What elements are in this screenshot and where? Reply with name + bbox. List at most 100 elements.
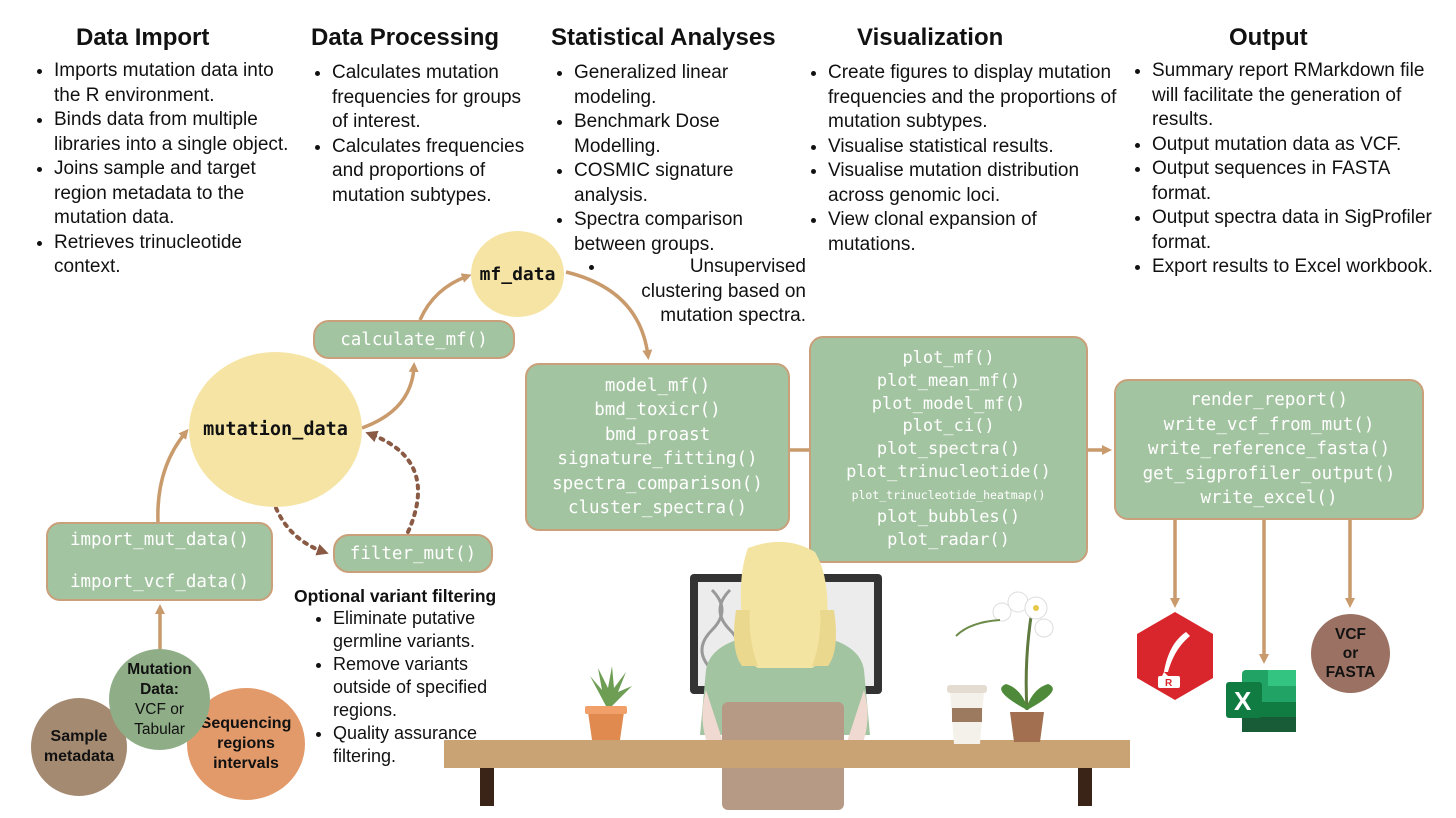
list-item: Spectra comparison between groups. — [574, 208, 774, 257]
seq-label-3: intervals — [213, 755, 279, 772]
visualization-title: Visualization — [857, 24, 1004, 51]
filtering-bullets: Eliminate putative germline variants. Re… — [311, 607, 523, 768]
arrow-mutation-to-filter — [274, 506, 329, 556]
list-item: Visualise statistical results. — [828, 135, 1118, 160]
list-item: Imports mutation data into the R environ… — [54, 59, 304, 108]
arrow-mfdata-to-stats — [565, 270, 653, 360]
fn-plot-trinucleotide: plot_trinucleotide() — [846, 461, 1051, 482]
list-item: Generalized linear modeling. — [574, 61, 774, 110]
mf-data-label: mf_data — [479, 263, 556, 285]
fn-write-vcf-from-mut: write_vcf_from_mut() — [1163, 414, 1375, 435]
succulent-plant-icon — [585, 666, 632, 740]
data-processing-title: Data Processing — [311, 24, 500, 51]
filter-mut-label: filter_mut() — [349, 543, 477, 564]
import-mut-data-label: import_mut_data() — [69, 530, 250, 550]
desk-scene-illustration — [444, 541, 1130, 810]
list-item: Remove variants outside of specified reg… — [333, 653, 523, 722]
mutation-input-title: Mutation Data: — [127, 660, 192, 698]
stats-functions-box: model_mf() bmd_toxicr() bmd_proast signa… — [525, 363, 790, 531]
list-item: Joins sample and target region metadata … — [54, 157, 304, 231]
statistical-analyses-title: Statistical Analyses — [551, 24, 776, 51]
fn-write-excel: write_excel() — [1200, 488, 1338, 509]
list-item: Output sequences in FASTA format. — [1152, 157, 1442, 206]
output-bullets: Summary report RMarkdown file will facil… — [1130, 59, 1442, 280]
fn-plot-spectra: plot_spectra() — [876, 439, 1021, 460]
list-item: Calculates mutation frequencies for grou… — [332, 61, 532, 135]
fn-model-mf: model_mf() — [604, 375, 711, 396]
fn-signature-fitting: signature_fitting() — [557, 449, 758, 469]
fn-write-reference-fasta: write_reference_fasta() — [1147, 439, 1391, 460]
fn-plot-model-mf: plot_model_mf() — [871, 393, 1026, 414]
fn-bmd-toxicr: bmd_toxicr() — [594, 400, 721, 420]
fn-plot-radar: plot_radar() — [887, 530, 1010, 551]
list-item: Visualise mutation distribution across g… — [828, 159, 1118, 208]
orchid-plant-icon — [955, 591, 1054, 742]
data-import-title: Data Import — [76, 24, 210, 51]
fn-get-sigprofiler-output: get_sigprofiler_output() — [1142, 463, 1396, 484]
statistical-analyses-bullets: Generalized linear modeling. Benchmark D… — [552, 61, 774, 257]
fn-bmd-proast: bmd_proast — [604, 424, 711, 445]
excel-letter: X — [1234, 686, 1252, 716]
fn-plot-mf: plot_mf() — [902, 347, 995, 368]
fn-render-report: render_report() — [1189, 390, 1349, 411]
list-item: View clonal expansion of mutations. — [828, 208, 1118, 257]
rmarkdown-hex-icon: R — [1137, 612, 1213, 700]
list-item: Binds data from multiple libraries into … — [54, 108, 304, 157]
vcf-fasta-circle: VCF or FASTA — [1311, 614, 1390, 693]
mf-data-node: mf_data — [471, 231, 564, 317]
list-item: Unsupervised clustering based on mutatio… — [606, 255, 806, 329]
desk-icon — [444, 740, 1130, 806]
output-title: Output — [1229, 24, 1308, 51]
list-item: COSMIC signature analysis. — [574, 159, 774, 208]
mutation-data-label: mutation_data — [203, 419, 348, 440]
import-functions-box: import_mut_data() import_vcf_data() — [46, 522, 273, 601]
arrow-mutation-to-calculate — [361, 362, 419, 430]
list-item: Create figures to display mutation frequ… — [828, 61, 1118, 135]
list-item: Summary report RMarkdown file will facil… — [1152, 59, 1442, 133]
vcf-label-2: or — [1342, 645, 1359, 662]
list-item: Retrieves trinucleotide context. — [54, 231, 304, 280]
fn-plot-ci: plot_ci() — [902, 416, 995, 437]
list-item: Quality assurance filtering. — [333, 722, 523, 768]
rmd-letter: R — [1165, 678, 1173, 689]
mutation-input-sub-1: VCF or — [134, 700, 185, 718]
sample-label-1: Sample — [50, 728, 108, 745]
calculate-mf-label: calculate_mf() — [340, 329, 488, 350]
coffee-cup-icon — [947, 685, 987, 744]
vcf-label-1: VCF — [1335, 626, 1366, 643]
fn-plot-bubbles: plot_bubbles() — [876, 507, 1021, 528]
calculate-mf-box: calculate_mf() — [313, 320, 515, 359]
list-item: Eliminate putative germline variants. — [333, 607, 523, 653]
list-item: Output spectra data in SigProfiler forma… — [1152, 206, 1442, 255]
seq-label-2: regions — [217, 735, 275, 752]
list-item: Benchmark Dose Modelling. — [574, 110, 774, 159]
data-import-bullets: Imports mutation data into the R environ… — [32, 59, 304, 280]
vcf-label-3: FASTA — [1325, 664, 1376, 681]
mutation-input-sub-2: Tabular — [134, 720, 185, 738]
visualization-bullets: Create figures to display mutation frequ… — [806, 61, 1118, 257]
arrow-filter-to-mutation — [365, 430, 420, 534]
mutation-data-node: mutation_data — [189, 352, 362, 507]
filter-mut-box: filter_mut() — [333, 534, 493, 573]
data-processing-bullets: Calculates mutation frequencies for grou… — [310, 61, 532, 208]
fn-plot-mean-mf: plot_mean_mf() — [876, 370, 1021, 391]
sample-metadata-circle: Sample metadata — [31, 698, 127, 796]
list-item: Output mutation data as VCF. — [1152, 133, 1442, 158]
output-functions-box: render_report() write_vcf_from_mut() wri… — [1114, 379, 1424, 520]
import-vcf-data-label: import_vcf_data() — [69, 572, 250, 592]
sample-label-2: metadata — [43, 748, 115, 765]
list-item: Export results to Excel workbook. — [1152, 255, 1442, 280]
arrow-import-to-mutation-data — [156, 428, 189, 523]
filtering-title: Optional variant filtering — [294, 586, 497, 606]
statistical-analyses-extra-bullet: Unsupervised clustering based on mutatio… — [584, 255, 806, 329]
mutation-data-input-circle: Mutation Data: VCF or Tabular — [109, 649, 210, 750]
excel-icon: X — [1226, 670, 1296, 732]
list-item: Calculates frequencies and proportions o… — [332, 135, 532, 209]
fn-spectra-comparison: spectra_comparison() — [552, 473, 763, 494]
fn-cluster-spectra: cluster_spectra() — [567, 498, 748, 518]
arrow-calculate-to-mfdata — [418, 273, 472, 321]
fn-plot-trinucleotide-heatmap: plot_trinucleotide_heatmap() — [851, 487, 1046, 502]
seq-label-1: Sequencing — [200, 715, 292, 732]
viz-functions-box: plot_mf() plot_mean_mf() plot_model_mf()… — [809, 336, 1088, 563]
